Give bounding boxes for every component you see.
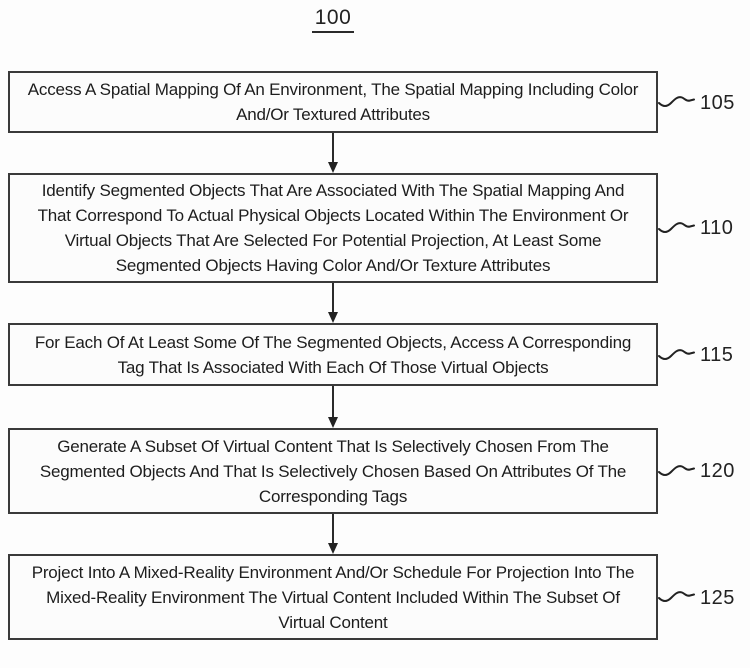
flow-arrow-3-shaft [332,386,334,418]
process-box-125: Project Into A Mixed-Reality Environment… [8,554,658,640]
reference-number-125: 125 [700,587,735,609]
flow-arrow-1-shaft [332,133,334,163]
reference-number-115: 115 [700,344,734,366]
process-box-105-text: Access A Spatial Mapping Of An Environme… [27,80,639,124]
process-box-120-text: Generate A Subset Of Virtual Content Tha… [39,436,627,506]
reference-squiggle-125 [658,588,696,606]
reference-number-105: 105 [700,92,735,114]
figure-label-container: 100 [8,6,658,33]
flow-arrow-3-arrowhead-icon [327,417,338,428]
flow-arrow-1-arrowhead-icon [327,162,338,173]
reference-number-110: 110 [700,217,734,239]
reference-squiggle-105 [658,93,696,111]
process-box-120: Generate A Subset Of Virtual Content Tha… [8,428,658,514]
flow-arrow-4-arrowhead-icon [327,543,338,554]
process-box-125-text: Project Into A Mixed-Reality Environment… [31,562,635,632]
figure-label: 100 [311,6,355,33]
process-box-115-text: For Each Of At Least Some Of The Segment… [34,332,632,377]
flow-arrow-2-shaft [332,283,334,313]
process-box-110-text: Identify Segmented Objects That Are Asso… [37,181,629,275]
process-box-115: For Each Of At Least Some Of The Segment… [8,323,658,386]
flow-arrow-4-shaft [332,514,334,544]
process-box-110: Identify Segmented Objects That Are Asso… [8,173,658,283]
reference-squiggle-115 [658,346,696,364]
reference-squiggle-120 [658,462,696,480]
reference-number-120: 120 [700,460,735,482]
flow-arrow-2-arrowhead-icon [327,312,338,323]
reference-squiggle-110 [658,219,696,237]
process-box-105: Access A Spatial Mapping Of An Environme… [8,71,658,133]
